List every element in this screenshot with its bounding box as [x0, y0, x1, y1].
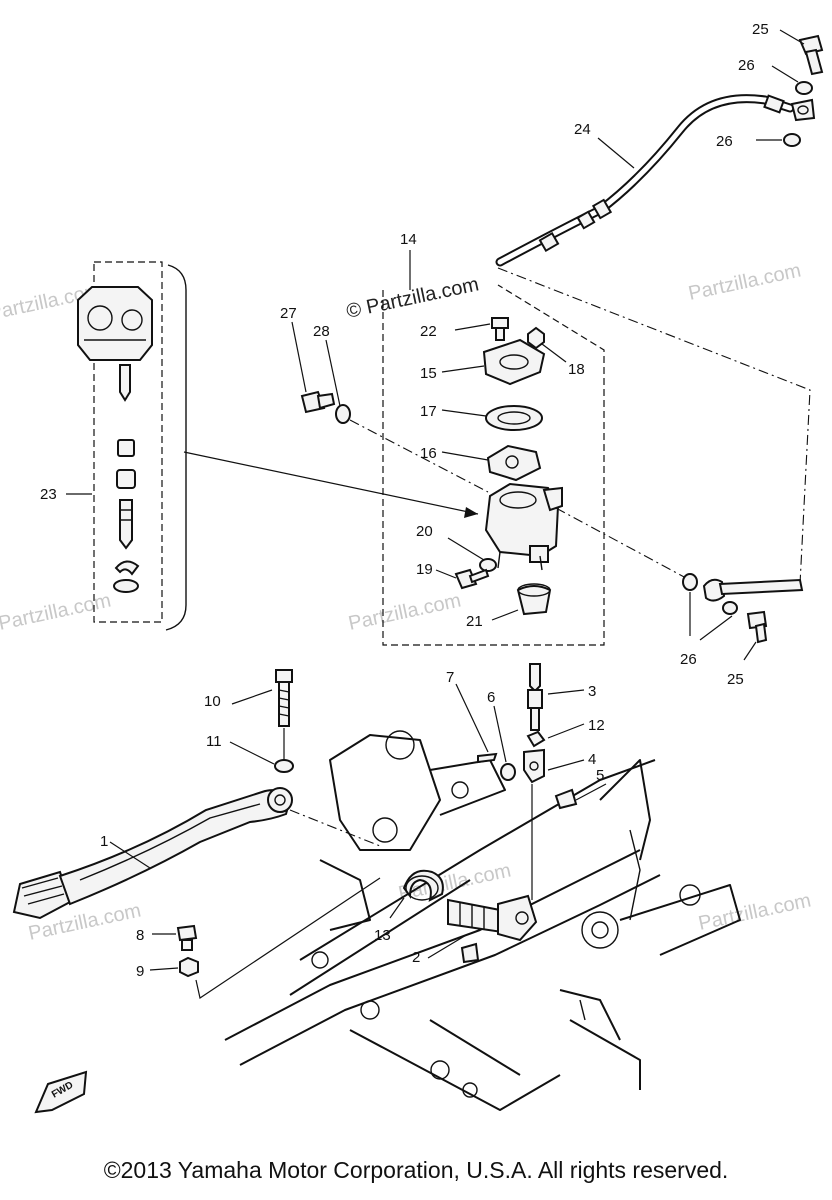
callout-26-low: 26 — [680, 651, 697, 668]
copyright-notice: ©2013 Yamaha Motor Corporation, U.S.A. A… — [103, 1157, 729, 1183]
callout-11: 11 — [206, 733, 222, 750]
callout-5: 5 — [596, 767, 604, 784]
caliper-detail: 23 — [40, 261, 187, 631]
callout-26-top: 26 — [738, 57, 755, 74]
watermark: Partzilla.com — [686, 260, 803, 305]
callout-13: 13 — [374, 927, 391, 944]
callout-22: 22 — [420, 323, 437, 340]
frame-structure — [224, 730, 741, 1111]
callout-16: 16 — [420, 445, 437, 462]
fwd-arrow-icon: FWD — [34, 1070, 88, 1114]
callout-23: 23 — [40, 486, 57, 503]
callout-6: 6 — [487, 689, 495, 706]
callout-4: 4 — [588, 751, 596, 768]
callout-19: 19 — [416, 561, 433, 578]
callout-8: 8 — [136, 927, 144, 944]
callout-26-mid: 26 — [716, 133, 733, 150]
detail-arrow — [183, 451, 479, 515]
hose-top-fittings: 25 26 26 — [716, 21, 824, 150]
brake-hose: 24 — [495, 94, 816, 585]
callout-17: 17 — [420, 403, 437, 420]
watermark: Partzilla.com — [0, 590, 113, 635]
pedal-bolt-group: 10 11 — [204, 669, 294, 773]
callout-9: 9 — [136, 963, 144, 980]
watermarks: Partzilla.com Partzilla.com Partzilla.co… — [0, 260, 813, 945]
brake-pedal-group: 1 — [12, 787, 381, 920]
callout-25-low: 25 — [727, 671, 744, 688]
callout-25-top: 25 — [752, 21, 769, 38]
watermark-center: © Partzilla.com — [344, 273, 480, 323]
callout-24: 24 — [574, 121, 591, 138]
callout-14: 14 — [400, 231, 417, 248]
stopper-bolt-group: 8 9 — [136, 877, 381, 999]
watermark: Partzilla.com — [696, 890, 813, 935]
callout-28: 28 — [313, 323, 330, 340]
callout-1: 1 — [100, 833, 108, 850]
callout-15: 15 — [420, 365, 437, 382]
watermark: Partzilla.com — [346, 590, 463, 635]
callout-20: 20 — [416, 523, 433, 540]
mount-bolt-group: 27 28 — [280, 305, 489, 493]
hose-lower-fittings: 26 25 — [555, 507, 804, 688]
callout-12: 12 — [588, 717, 605, 734]
callout-21: 21 — [466, 613, 483, 630]
push-rod-linkage: 3 12 4 6 7 5 — [446, 663, 607, 900]
master-cylinder-assembly: 14 22 18 15 17 16 20 — [382, 231, 605, 646]
callout-27: 27 — [280, 305, 297, 322]
callout-10: 10 — [204, 693, 221, 710]
callout-7: 7 — [446, 669, 454, 686]
callout-3: 3 — [588, 683, 596, 700]
brake-shaft-group: 13 2 — [374, 869, 538, 966]
callout-2: 2 — [412, 949, 420, 966]
callout-18: 18 — [568, 361, 585, 378]
